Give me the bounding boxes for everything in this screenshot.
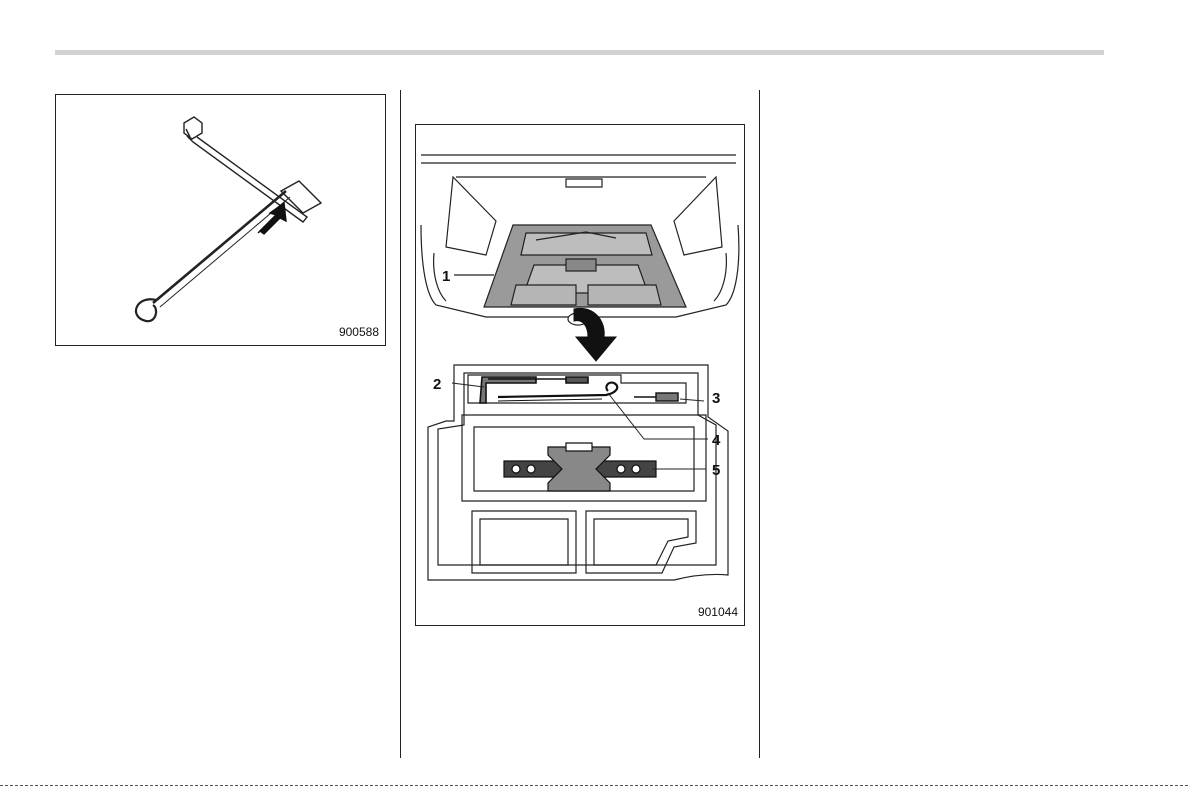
callout-4: 4 <box>712 432 721 449</box>
page-bottom-border <box>0 785 1188 786</box>
column-divider-left <box>400 90 401 758</box>
callout-2: 2 <box>433 376 441 393</box>
figure-code-right: 901044 <box>698 605 738 619</box>
callout-3: 3 <box>712 390 720 407</box>
figure-code-left: 900588 <box>339 325 379 339</box>
callout-1: 1 <box>442 268 450 285</box>
wrench-handle-illustration-icon <box>56 95 385 345</box>
column-divider-right <box>759 90 760 758</box>
cargo-tray-illustration-icon: 1 <box>416 125 744 625</box>
figure-cargo-tray: 1 <box>415 124 745 626</box>
header-rule <box>55 50 1104 55</box>
callout-5: 5 <box>712 462 720 479</box>
figure-wrench-handle: 900588 <box>55 94 386 346</box>
